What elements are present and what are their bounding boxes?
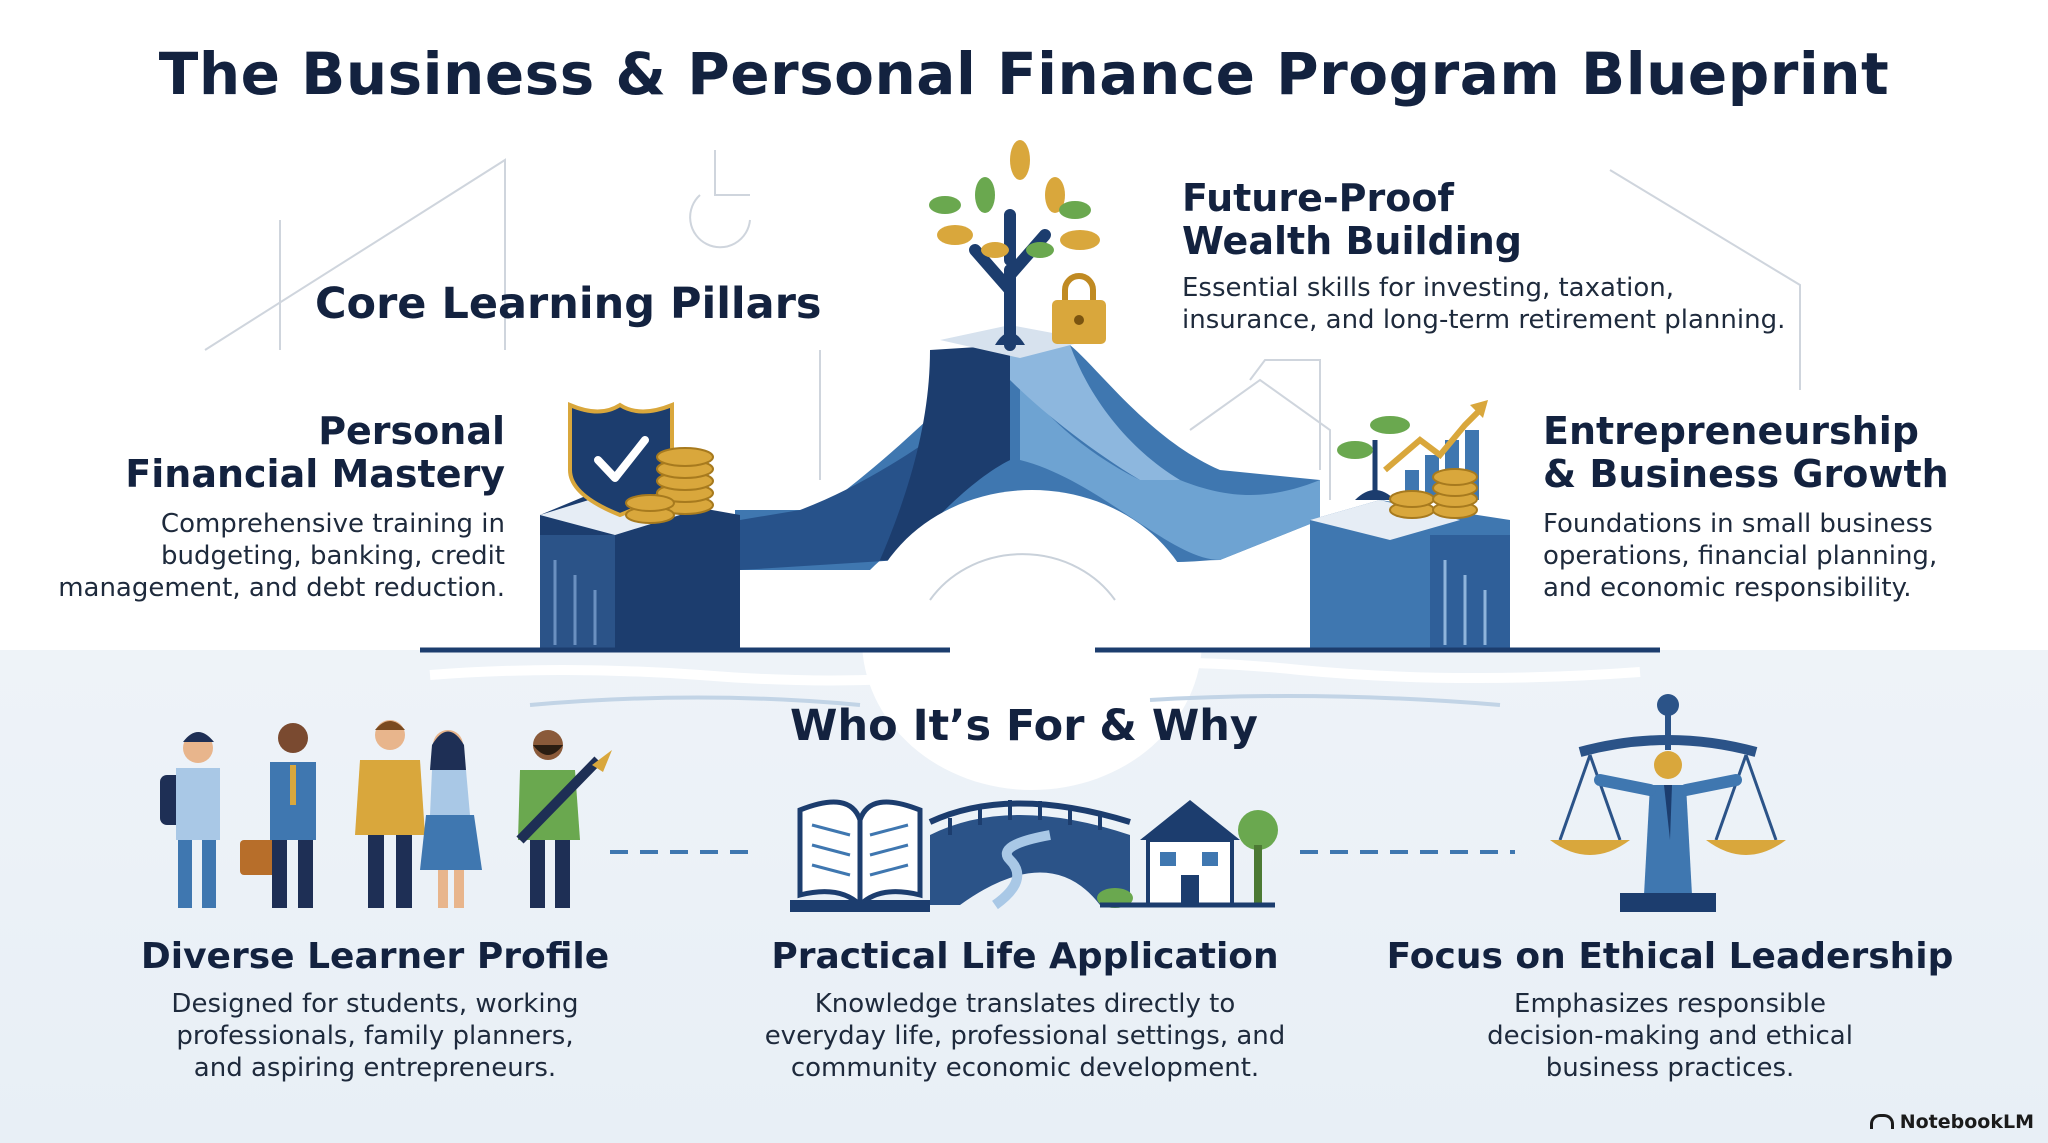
person-entrepreneur [516, 730, 612, 908]
coin-stack-right-icon [1389, 468, 1478, 519]
pillar-business-heading: Entrepreneurship & Business Growth [1543, 410, 2023, 496]
pillar-wealth-desc-line2: insurance, and long-term retirement plan… [1182, 305, 1786, 335]
person-family-planner-woman [420, 730, 482, 908]
pillar-personal-desc-line2: budgeting, banking, credit [161, 541, 505, 571]
water-lines [420, 647, 1660, 707]
right-pillar-icon [1310, 500, 1510, 650]
audience-learner-desc-line2: professionals, family planners, [176, 1021, 574, 1051]
notebooklm-logo-icon [1869, 1114, 1894, 1129]
person-student [160, 732, 220, 908]
audience-practical-desc-line3: community economic development. [790, 1053, 1260, 1083]
audience-learner-description: Designed for students, working professio… [60, 988, 690, 1084]
audience-practical-heading: Practical Life Application [771, 936, 1279, 977]
tree-icon [929, 140, 1100, 351]
audience-learner-desc-line1: Designed for students, working [171, 989, 579, 1019]
pillar-personal-desc-line1: Comprehensive training in [160, 509, 505, 539]
pillar-wealth-description: Essential skills for investing, taxation… [1182, 272, 1822, 336]
bridge-icon [735, 325, 1320, 790]
background-line-art [204, 150, 1801, 500]
pillar-personal-heading: Personal Financial Mastery [60, 410, 505, 496]
page-title: The Business & Personal Finance Program … [158, 40, 1890, 108]
pillar-business-heading-line1: Entrepreneurship [1543, 409, 1919, 453]
book-icon [790, 799, 930, 912]
audience-practical-desc-line1: Knowledge translates directly to [814, 989, 1236, 1019]
pillar-wealth-desc-line1: Essential skills for investing, taxation… [1182, 273, 1675, 303]
audience-ethical-desc-line3: business practices. [1545, 1053, 1795, 1083]
pillar-business-description: Foundations in small business operations… [1543, 508, 2023, 604]
pillar-business-desc-line1: Foundations in small business [1543, 509, 1933, 539]
scales-icon [1550, 694, 1786, 912]
small-bridge-icon [928, 800, 1131, 910]
who-heading: Who It’s For & Why [790, 701, 1258, 751]
audience-ethical-description: Emphasizes responsible decision-making a… [1360, 988, 1980, 1084]
brand-label: NotebookLM [1899, 1111, 2034, 1133]
core-pillars-heading: Core Learning Pillars [315, 279, 822, 329]
audience-learner-desc-line3: and aspiring entrepreneurs. [193, 1053, 557, 1083]
audience-practical-description: Knowledge translates directly to everyda… [710, 988, 1340, 1084]
brand-watermark: NotebookLM [1869, 1111, 2034, 1133]
person-family-planner-man [355, 720, 425, 908]
lock-icon [1052, 273, 1106, 344]
pillar-business-desc-line3: and economic responsibility. [1543, 573, 1912, 603]
left-pillar-icon [540, 490, 740, 650]
audience-ethical-heading: Focus on Ethical Leadership [1386, 936, 1954, 977]
pillar-wealth-heading-line1: Future-Proof [1182, 176, 1454, 220]
pillar-personal-heading-line1: Personal [318, 409, 505, 453]
people-group-icon [160, 720, 612, 908]
pillar-business-heading-line2: & Business Growth [1543, 452, 1949, 496]
audience-practical-desc-line2: everyday life, professional settings, an… [764, 1021, 1286, 1051]
audience-ethical-desc-line2: decision-making and ethical [1487, 1021, 1853, 1051]
audience-learner-heading: Diverse Learner Profile [140, 936, 610, 977]
pillar-wealth-heading: Future-Proof Wealth Building [1182, 177, 1742, 263]
pillar-wealth-heading-line2: Wealth Building [1182, 219, 1522, 263]
pillar-personal-desc-line3: management, and debt reduction. [58, 573, 505, 603]
coin-stack-icon [625, 447, 714, 524]
shield-icon [568, 401, 674, 518]
person-professional [240, 723, 316, 908]
house-icon [1097, 800, 1278, 908]
audience-ethical-desc-line1: Emphasizes responsible [1514, 989, 1826, 1019]
pillar-personal-heading-line2: Financial Mastery [125, 452, 505, 496]
pillar-business-desc-line2: operations, financial planning, [1543, 541, 1938, 571]
pillar-personal-description: Comprehensive training in budgeting, ban… [30, 508, 505, 604]
